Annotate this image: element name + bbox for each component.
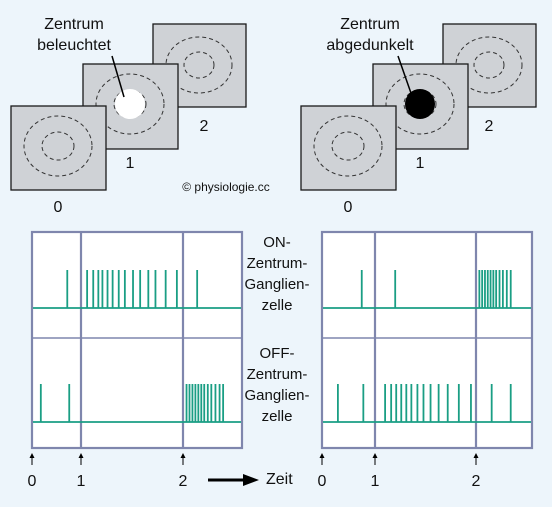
caption-dark-line1: Zentrum xyxy=(340,16,400,33)
raster-plot-dark xyxy=(320,230,534,450)
caption-lit-line1: Zentrum xyxy=(44,16,104,33)
on-cell-spike-row xyxy=(33,270,241,309)
on-cell-label: ON- Zentrum- Ganglien- zelle xyxy=(244,234,309,314)
time-tick-label: 0 xyxy=(318,473,327,490)
off-cell-label-line3: Ganglien- xyxy=(244,387,309,404)
on-cell-label-line2: Zentrum- xyxy=(247,255,308,272)
lit-center-spot xyxy=(115,89,145,119)
off-cell-label-line2: Zentrum- xyxy=(247,366,308,383)
time-tick-arrowhead xyxy=(180,453,186,458)
stimulus-card-0 xyxy=(10,105,107,191)
caption-pointer-lit xyxy=(111,55,125,98)
time-tick-label: 0 xyxy=(28,473,37,490)
off-cell-label: OFF- Zentrum- Ganglien- zelle xyxy=(244,345,309,425)
caption-lit-line2: beleuchtet xyxy=(37,37,111,54)
card-label-1: 1 xyxy=(126,155,135,172)
on-cell-label-line4: zelle xyxy=(262,297,293,314)
stimulus-lit-group: Zentrum beleuchtet 2 1 0 xyxy=(10,16,247,216)
time-tick-label: 1 xyxy=(371,473,380,490)
off-cell-label-line1: OFF- xyxy=(260,345,295,362)
time-tick-label: 2 xyxy=(179,473,188,490)
off-cell-label-line4: zelle xyxy=(262,408,293,425)
time-arrow-head xyxy=(243,474,259,486)
stimulus-dark-group: Zentrum abgedunkelt 2 1 0 xyxy=(300,16,537,216)
caption-pointer-dark xyxy=(397,55,413,97)
time-tick-arrowhead xyxy=(78,453,84,458)
on-cell-label-line1: ON- xyxy=(263,234,291,251)
card-label-2: 2 xyxy=(200,118,209,135)
raster-plot-lit xyxy=(30,230,244,450)
time-tick-arrowhead xyxy=(372,453,378,458)
copyright-notice: © physiologie.cc xyxy=(182,180,270,194)
card-label-2-dark: 2 xyxy=(485,118,494,135)
time-tick-arrowhead xyxy=(473,453,479,458)
card-label-0: 0 xyxy=(54,199,63,216)
on-cell-spike-row xyxy=(323,270,531,309)
dark-center-spot xyxy=(405,89,435,119)
on-cell-label-line3: Ganglien- xyxy=(244,276,309,293)
time-axis-label: Zeit xyxy=(266,471,293,488)
time-arrow xyxy=(208,474,259,486)
time-tick-arrowhead xyxy=(29,453,35,458)
card-label-1-dark: 1 xyxy=(416,155,425,172)
off-cell-spike-row xyxy=(33,384,241,423)
raster-frame xyxy=(320,230,534,450)
card-label-0-dark: 0 xyxy=(344,199,353,216)
time-tick-label: 1 xyxy=(77,473,86,490)
time-tick-label: 2 xyxy=(472,473,481,490)
time-axis: 0 1 2 0 1 2 xyxy=(28,453,481,490)
time-tick-arrowhead xyxy=(319,453,325,458)
off-cell-spike-row xyxy=(323,384,531,423)
stimulus-card-0-dark xyxy=(300,105,397,191)
caption-dark-line2: abgedunkelt xyxy=(326,37,414,54)
